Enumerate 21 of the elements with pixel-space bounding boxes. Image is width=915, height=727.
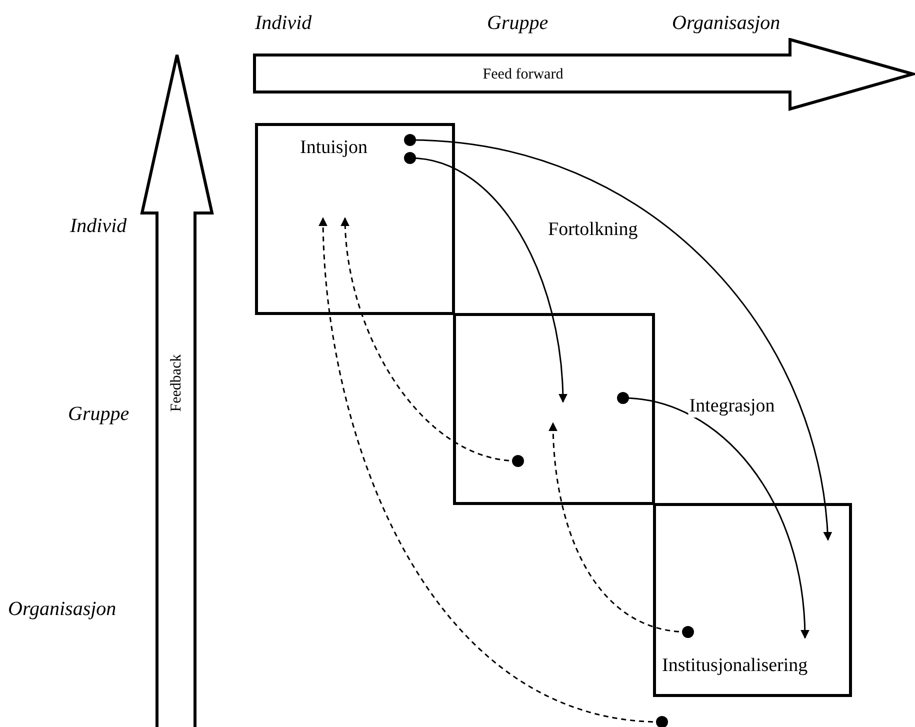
arrow-label: Feedback bbox=[170, 354, 184, 412]
axis-label: Gruppe bbox=[68, 403, 130, 425]
arrow-label: Feed forward bbox=[482, 68, 564, 82]
dashed-curved-arrow bbox=[340, 217, 524, 467]
edge-label: Integrasjon bbox=[688, 396, 776, 418]
dashed-curved-arrow bbox=[318, 217, 668, 727]
axis-label: Individ bbox=[255, 12, 312, 34]
curved-arrow bbox=[617, 392, 810, 639]
axis-label: Gruppe bbox=[487, 12, 548, 34]
curved-arrow bbox=[404, 152, 568, 403]
stage-label: Fortolkning bbox=[548, 220, 638, 241]
axis-label: Organisasjon bbox=[8, 598, 116, 620]
curved-arrow bbox=[404, 134, 832, 541]
stage-name: Intuisjon bbox=[300, 138, 368, 159]
stage-box bbox=[453, 313, 655, 505]
stage-box bbox=[255, 123, 455, 315]
axis-label: Individ bbox=[70, 215, 127, 237]
stage-name: Institusjonalisering bbox=[662, 656, 808, 677]
dashed-curved-arrow bbox=[548, 422, 694, 638]
stage-box bbox=[653, 503, 852, 697]
axis-label: Organisasjon bbox=[672, 12, 780, 34]
